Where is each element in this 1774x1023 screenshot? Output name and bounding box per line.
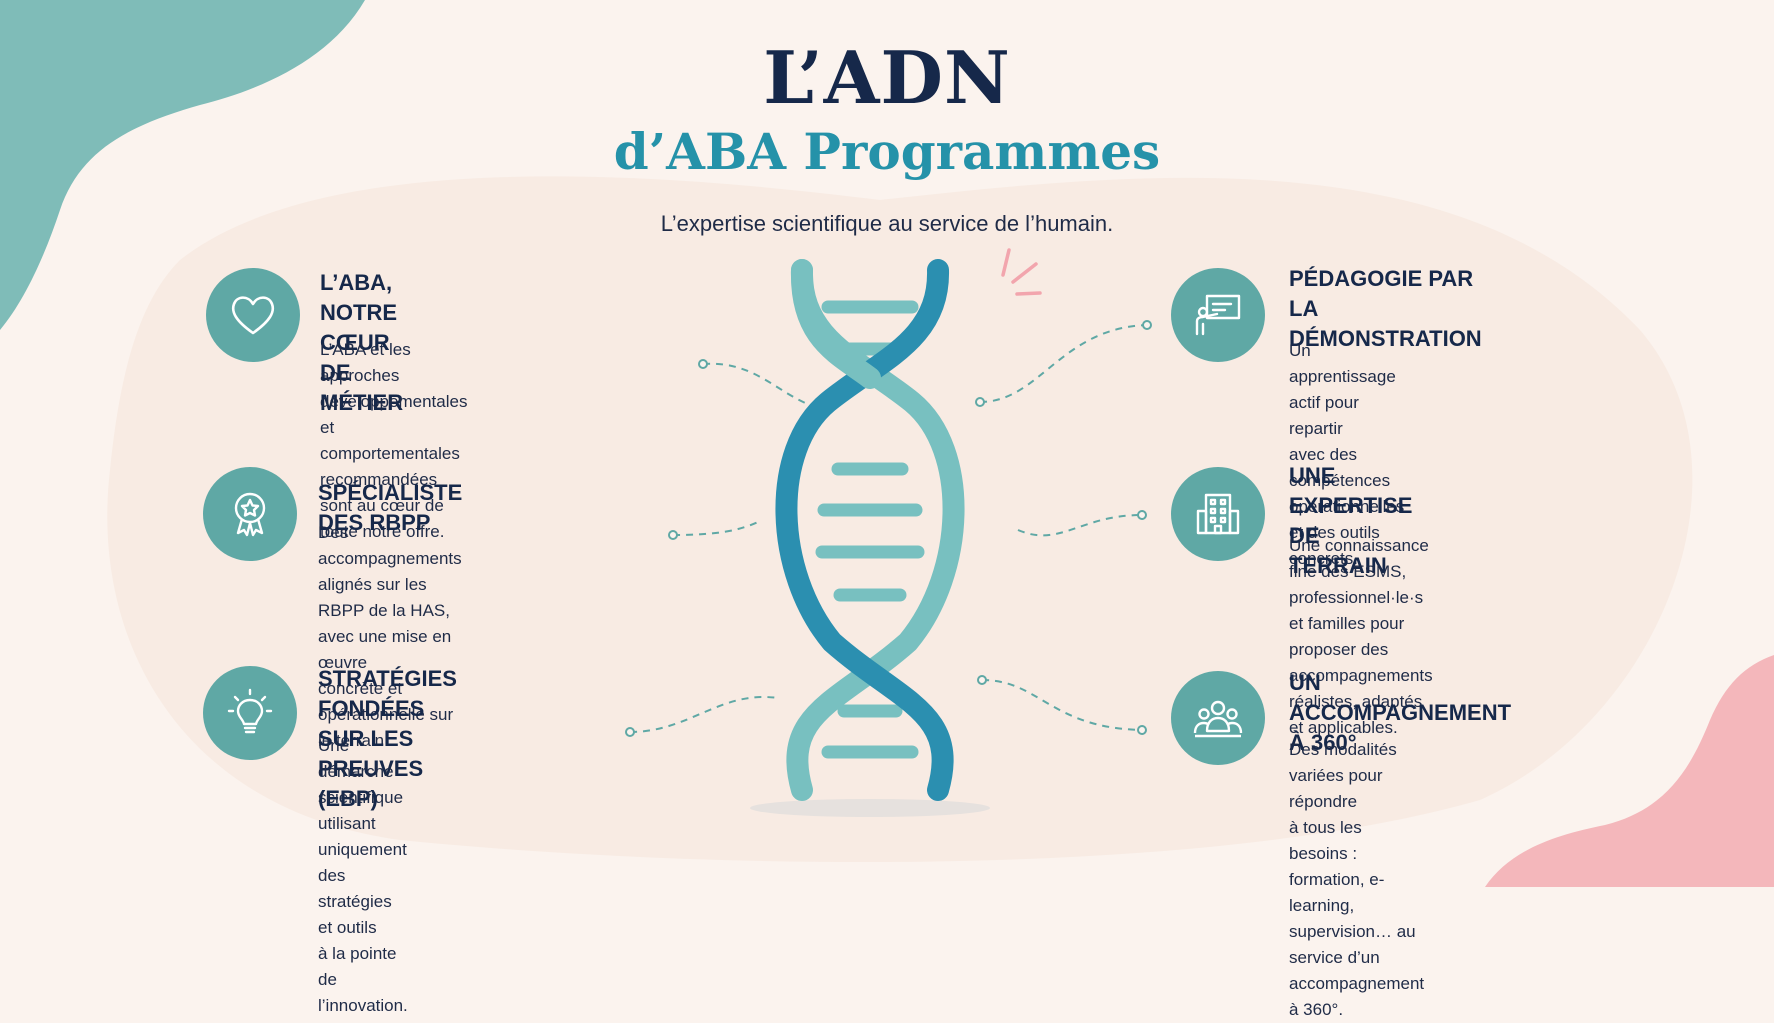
- connector-right-2: [1017, 514, 1143, 537]
- group-people-icon: [1193, 700, 1243, 738]
- bottom-right-pink-blob: [1485, 655, 1774, 887]
- dna-strand-light-front: [790, 259, 881, 389]
- top-left-teal-blob: [0, 0, 365, 330]
- building-icon: [1196, 493, 1240, 535]
- heart-icon: [231, 296, 275, 335]
- presentation-board-icon: [1195, 294, 1241, 336]
- feature-title: L’ABA, NOTRE CŒUR DE MÉTIER: [320, 270, 404, 415]
- feature-icon-badge: [1171, 467, 1265, 561]
- background-decoration: [0, 0, 1774, 887]
- connector-dot: [977, 675, 987, 685]
- feature-icon-badge: [1171, 268, 1265, 362]
- feature-title: UN ACCOMPAGNEMENT À 360°: [1289, 670, 1512, 755]
- feature-description: Une connaissance fine des ESMS, professi…: [1289, 536, 1433, 737]
- feature-title: UNE EXPERTISE DE TERRAIN: [1289, 463, 1413, 578]
- feature-title: STRATÉGIES FONDÉES SUR LES PREUVES (EBP): [318, 666, 457, 811]
- feature-title: SPÉCIALISTE DES RBPP: [318, 480, 463, 535]
- header: L’ADN d’ABA Programmes L’expertise scien…: [0, 38, 1774, 238]
- dna-shadow: [750, 799, 990, 817]
- connector-right-1: [979, 324, 1148, 403]
- connector-right-3: [981, 679, 1143, 731]
- feature-description: Des accompagnements alignés sur les RBPP…: [318, 523, 462, 750]
- feature-icon-badge: [206, 268, 300, 362]
- page-subtitle: d’ABA Programmes: [613, 122, 1161, 181]
- connector-dot: [1137, 725, 1147, 735]
- feature-title: PÉDAGOGIE PAR LA DÉMONSTRATION: [1289, 266, 1482, 351]
- connector-dot: [1137, 510, 1147, 520]
- feature-description: L’ABA et les approches développementales…: [320, 340, 468, 541]
- connector-dot: [625, 727, 635, 737]
- dna-helix-illustration: [775, 259, 965, 801]
- award-ribbon-icon: [234, 492, 266, 537]
- page-title: L’ADN: [763, 35, 1011, 120]
- connector-dot: [698, 359, 708, 369]
- feature-description: Un apprentissage actif pour repartir ave…: [1289, 341, 1405, 568]
- feature-icon-badge: [203, 467, 297, 561]
- lightbulb-icon: [227, 688, 273, 734]
- feature-description: Des modalités variées pour répondre à to…: [1289, 740, 1425, 1019]
- feature-icon-badge: [1171, 671, 1265, 765]
- dna-strand-dark: [775, 259, 954, 801]
- connector-left-2: [672, 521, 759, 536]
- center-soft-blob: [107, 176, 1693, 863]
- connector-left-3: [629, 696, 779, 733]
- tagline: L’expertise scientifique au service de l…: [660, 211, 1114, 236]
- feature-icon-badge: [203, 666, 297, 760]
- connector-dot: [668, 530, 678, 540]
- connector-dot: [975, 397, 985, 407]
- connector-dot: [1142, 320, 1152, 330]
- feature-description: Une démarche scientifique utilisant uniq…: [318, 736, 408, 1015]
- spark-accent: [1001, 248, 1042, 296]
